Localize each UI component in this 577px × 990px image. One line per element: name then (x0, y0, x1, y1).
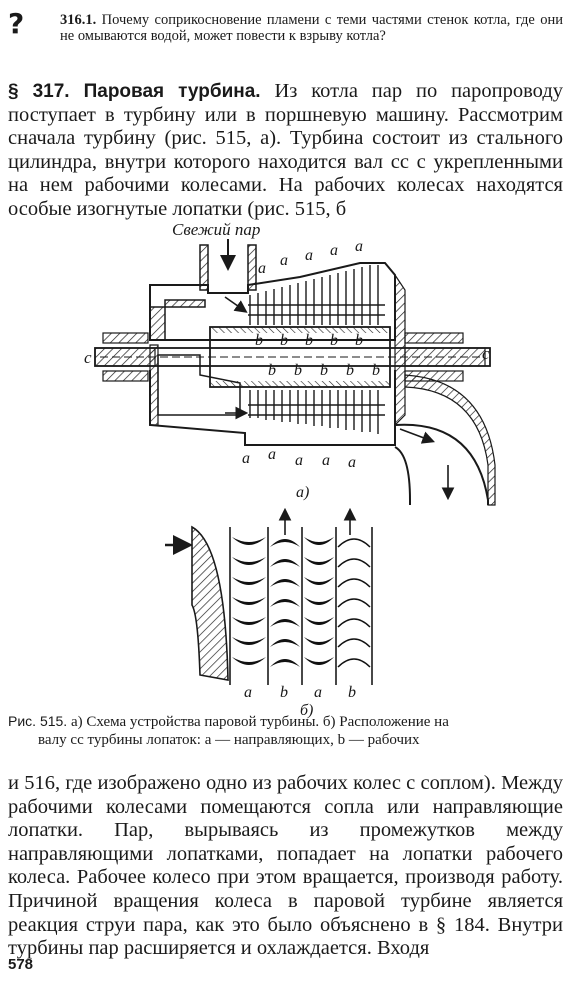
caption-line-1: Рис. 515. а) Схема устройства паровой ту… (8, 713, 449, 730)
casing-top (149, 262, 396, 341)
exhaust-pipe (394, 374, 496, 506)
question-number: 316.1. (60, 12, 97, 28)
svg-text:b: b (305, 332, 313, 349)
svg-text:b: b (372, 362, 380, 379)
fresh-steam-label: Свежий пар (172, 220, 260, 239)
svg-text:а: а (280, 252, 288, 269)
working-blades-col-2 (337, 538, 371, 668)
inlet-pipe (199, 244, 257, 291)
working-blades-col-1 (270, 539, 300, 667)
svg-text:а: а (244, 684, 252, 701)
question-body: Почему соприкосновение пламени с теми ча… (60, 12, 564, 44)
section-paragraph-top: § 317. Паровая турбина. Из котла пар по … (8, 80, 563, 222)
lower-blade-rows (248, 390, 385, 434)
question-text: 316.1. Почему соприкосновение пламени с … (60, 12, 563, 44)
svg-text:b: b (255, 332, 263, 349)
page-number: 578 (8, 956, 34, 973)
guide-blades-col-1 (232, 537, 266, 665)
labels-rotor-b: b b b b b b b b b b (255, 332, 380, 379)
svg-text:а: а (355, 238, 363, 255)
svg-text:а: а (348, 454, 356, 471)
svg-text:а: а (242, 450, 250, 467)
section-title: § 317. Паровая турбина. (8, 81, 261, 102)
svg-text:b: b (294, 362, 302, 379)
svg-text:b: b (346, 362, 354, 379)
casing-top-wall (149, 285, 206, 341)
svg-text:а: а (322, 452, 330, 469)
labels-guide-a: а а а а а а а а а а (242, 238, 363, 471)
caption-line-2: валу сс турбины лопаток: а — направляющи… (38, 732, 420, 748)
figure-part-b-label: б) (300, 702, 313, 719)
right-gland-top (404, 332, 464, 344)
blade-arrangement-diagram: а b а b б) (165, 507, 373, 719)
left-gland-bottom (102, 370, 149, 382)
caption-lead: Рис. 515. (8, 713, 68, 729)
guide-blades-col-2 (304, 537, 334, 665)
section-text-top: Из котла пар по паропроводу поступает в … (8, 80, 563, 220)
shaft-cc (94, 347, 491, 367)
svg-text:b: b (355, 332, 363, 349)
svg-text:а: а (305, 247, 313, 264)
column-labels: а b а b (244, 684, 356, 701)
question-mark-icon: ? (8, 7, 25, 40)
svg-text:b: b (348, 684, 356, 701)
shaft-label-right: с (482, 344, 490, 363)
svg-text:а: а (268, 446, 276, 463)
svg-text:b: b (280, 332, 288, 349)
section-paragraph-bottom: и 516, где изображено одно из рабочих ко… (8, 772, 563, 960)
svg-text:b: b (268, 362, 276, 379)
nozzle (191, 525, 229, 681)
svg-text:b: b (330, 332, 338, 349)
svg-text:b: b (280, 684, 288, 701)
svg-text:а: а (258, 260, 266, 277)
left-gland-top (102, 332, 149, 344)
upper-blade-rows (248, 265, 385, 325)
turbine-diagram: Свежий пар (84, 220, 496, 719)
figure-part-a-label: а) (296, 484, 309, 501)
svg-text:а: а (314, 684, 322, 701)
shaft-label-left: с (84, 348, 92, 367)
figure-515: Свежий пар (0, 215, 577, 720)
svg-text:а: а (295, 452, 303, 469)
figure-caption: Рис. 515. а) Схема устройства паровой ту… (8, 712, 563, 749)
svg-text:b: b (320, 362, 328, 379)
svg-text:а: а (330, 242, 338, 259)
